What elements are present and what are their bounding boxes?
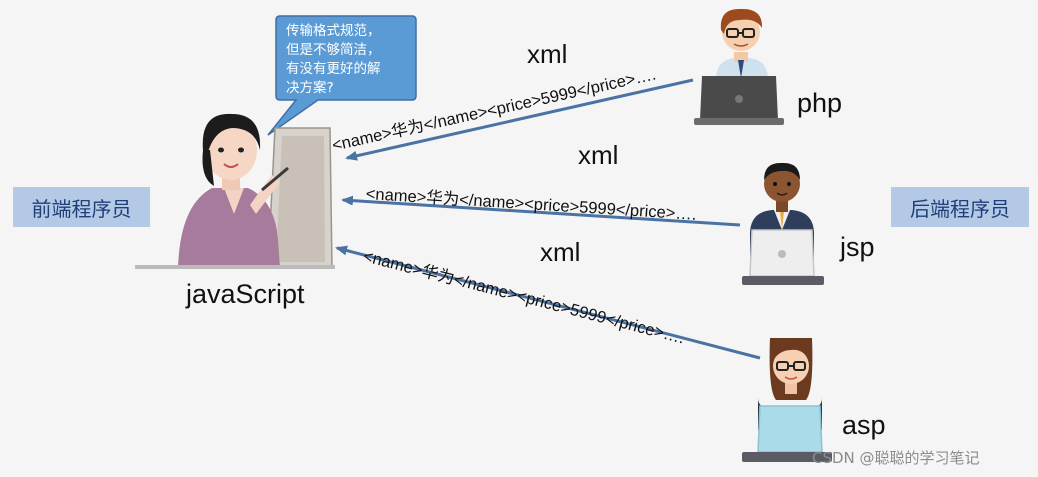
xml-label-php: xml <box>527 39 568 69</box>
bubble-line: 但是不够简洁， <box>286 42 381 58</box>
jsp-caption: jsp <box>840 232 875 262</box>
backend-role-label: 后端程序员 <box>891 187 1029 227</box>
frontend-programmer-illustration <box>135 113 335 269</box>
speech-bubble-text: 传输格式规范， 但是不够简洁， 有没有更好的解 决方案? <box>286 22 406 98</box>
bubble-line: 决方案? <box>286 80 334 96</box>
jsp-programmer-illustration <box>742 162 824 285</box>
php-caption: php <box>797 88 843 118</box>
xml-label-asp: xml <box>540 237 581 267</box>
bubble-line: 有没有更好的解 <box>286 61 381 77</box>
arrow-php-to-frontend <box>345 78 694 161</box>
watermark: CSDN @聪聪的学习笔记 <box>812 449 980 467</box>
speech-bubble <box>267 15 417 136</box>
arrow-jsp-to-frontend <box>341 195 741 227</box>
asp-caption: asp <box>842 410 886 440</box>
arrow-asp-to-frontend <box>335 245 761 360</box>
bubble-line: 传输格式规范， <box>286 23 381 39</box>
frontend-role-label: 前端程序员 <box>13 187 150 227</box>
asp-programmer-illustration <box>742 338 832 462</box>
php-programmer-illustration <box>694 8 784 125</box>
xml-label-jsp: xml <box>578 140 619 170</box>
frontend-caption: javaScript <box>186 279 305 309</box>
